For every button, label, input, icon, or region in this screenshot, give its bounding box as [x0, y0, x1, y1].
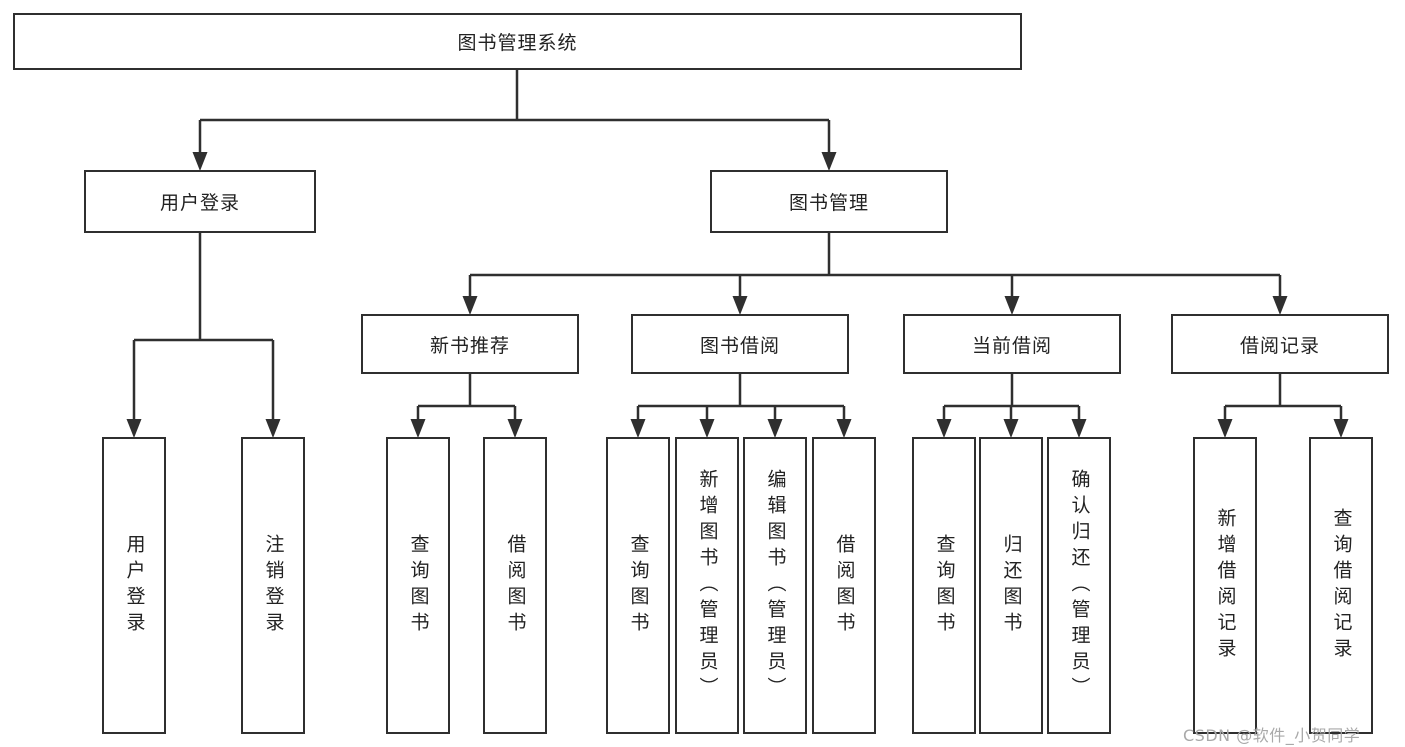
- node-book-management: 图书管理: [710, 170, 948, 233]
- leaf-confirm-return-admin-label: 确认归还（管理员）: [1068, 468, 1091, 703]
- leaf-return-books-label: 归还图书: [1000, 533, 1023, 638]
- leaf-query-borrow-record-label: 查询借阅记录: [1330, 507, 1353, 664]
- leaf-query-books-recommend: 查询图书: [386, 437, 450, 734]
- leaf-add-borrow-record-label: 新增借阅记录: [1214, 507, 1237, 664]
- node-current-borrowing-label: 当前借阅: [971, 334, 1052, 357]
- leaf-query-books-current-label: 查询图书: [933, 533, 956, 638]
- leaf-confirm-return-admin: 确认归还（管理员）: [1047, 437, 1111, 734]
- leaf-query-books-recommend-label: 查询图书: [407, 533, 430, 638]
- leaf-return-books: 归还图书: [979, 437, 1043, 734]
- node-borrowing-records-label: 借阅记录: [1239, 334, 1320, 357]
- node-borrowing-records: 借阅记录: [1171, 314, 1389, 374]
- arrowheads: [126, 152, 1349, 438]
- leaf-add-book-admin: 新增图书（管理员）: [675, 437, 739, 734]
- node-library-system: 图书管理系统: [13, 13, 1022, 70]
- leaf-add-borrow-record: 新增借阅记录: [1193, 437, 1257, 734]
- leaf-query-books-current: 查询图书: [912, 437, 976, 734]
- node-current-borrowing: 当前借阅: [903, 314, 1121, 374]
- node-book-management-label: 图书管理: [788, 192, 869, 214]
- node-book-borrowing-label: 图书借阅: [699, 334, 780, 357]
- leaf-query-books-borrowing: 查询图书: [606, 437, 670, 734]
- node-user-login: 用户登录: [84, 170, 316, 233]
- leaf-query-books-borrowing-label: 查询图书: [627, 533, 650, 638]
- node-new-book-recommendation-label: 新书推荐: [429, 334, 510, 357]
- csdn-watermark: CSDN @软件_小贺同学: [1183, 726, 1361, 745]
- leaf-user-login-label: 用户登录: [123, 533, 146, 638]
- leaf-logout-label: 注销登录: [262, 533, 285, 638]
- node-new-book-recommendation: 新书推荐: [361, 314, 579, 374]
- leaf-logout: 注销登录: [241, 437, 305, 734]
- node-library-system-label: 图书管理系统: [457, 32, 578, 54]
- leaf-borrow-books-borrowing: 借阅图书: [812, 437, 876, 734]
- leaf-borrow-books-recommend-label: 借阅图书: [504, 533, 527, 638]
- leaf-edit-book-admin: 编辑图书（管理员）: [743, 437, 807, 734]
- leaf-borrow-books-recommend: 借阅图书: [483, 437, 547, 734]
- leaf-borrow-books-borrowing-label: 借阅图书: [833, 533, 856, 638]
- leaf-edit-book-admin-label: 编辑图书（管理员）: [764, 468, 787, 703]
- leaf-user-login: 用户登录: [102, 437, 166, 734]
- node-user-login-label: 用户登录: [159, 192, 240, 214]
- node-book-borrowing: 图书借阅: [631, 314, 849, 374]
- leaf-add-book-admin-label: 新增图书（管理员）: [696, 468, 719, 703]
- leaf-query-borrow-record: 查询借阅记录: [1309, 437, 1373, 734]
